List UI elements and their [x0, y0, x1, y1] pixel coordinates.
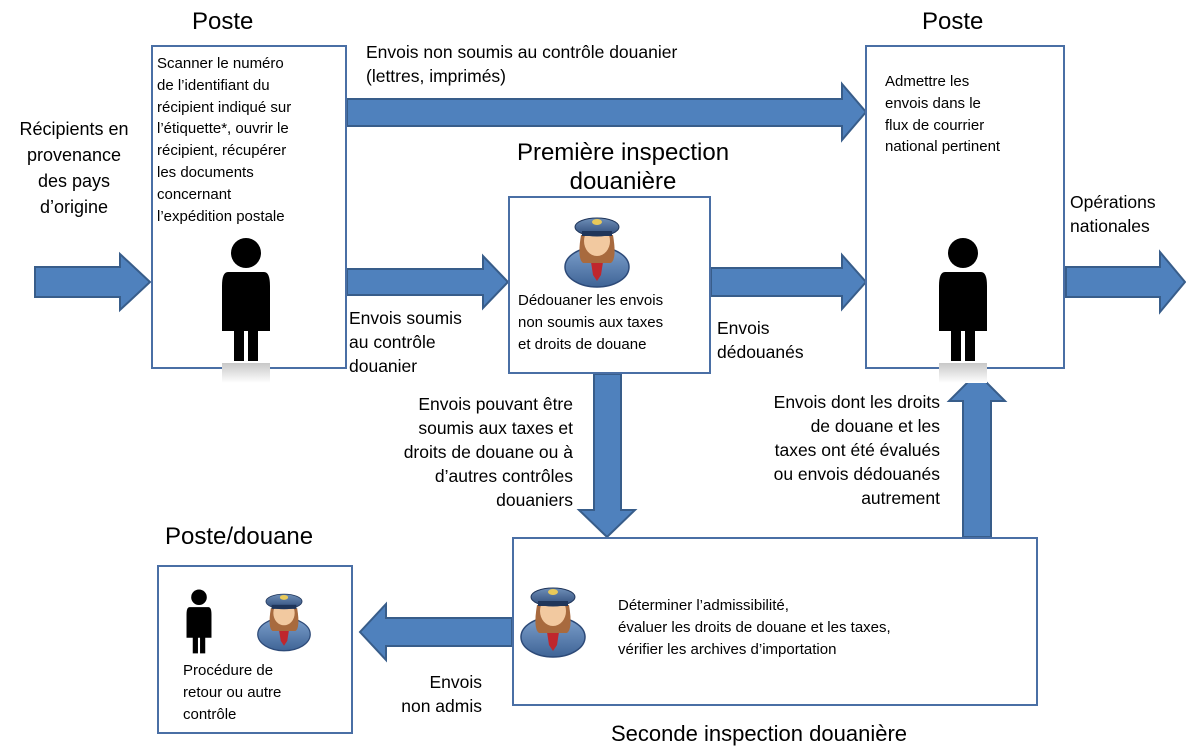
non-soumis-label: Envois non soumis au contrôle douanier (…	[366, 42, 678, 86]
person-icon	[186, 589, 212, 654]
poste-douane-text: Procédure de retour ou autre contrôle	[183, 662, 282, 723]
soumis-label: Envois soumis au contrôle douanier	[349, 308, 462, 376]
pouvant-etre-label: Envois pouvant être soumis aux taxes et …	[403, 394, 573, 510]
operations-label: Opérations nationales	[1070, 192, 1156, 236]
arrow-dedouanes	[710, 252, 868, 312]
arrow-recipients-in	[34, 251, 152, 313]
arrow-dont-les-droits	[946, 371, 1008, 538]
arrow-pouvant-etre	[576, 373, 638, 539]
dedouanes-label: Envois dédouanés	[717, 318, 804, 362]
premiere-inspection-title: Première inspection douanière	[516, 139, 730, 195]
person-icon	[939, 238, 987, 383]
poste-right-text: Admettre les envois dans le flux de cour…	[885, 73, 1001, 156]
customs-officer-icon	[520, 587, 586, 658]
poste-left-title: Poste	[192, 8, 254, 35]
non-admis-label: Envois non admis	[401, 672, 482, 716]
arrow-soumis	[346, 253, 510, 311]
poste-douane-box: Procédure de retour ou autre contrôle	[157, 565, 353, 734]
poste-right-title: Poste	[922, 8, 984, 35]
dont-les-droits-label: Envois dont les droits de douane et les …	[773, 392, 940, 508]
seconde-inspection-title: Seconde inspection douanière	[611, 721, 908, 746]
premiere-inspection-text: Dédouaner les envois non soumis aux taxe…	[518, 292, 664, 353]
customs-officer-icon	[564, 217, 630, 288]
arrow-non-soumis	[346, 81, 868, 143]
recipients-label: Récipients en provenance des pays d’orig…	[19, 119, 129, 217]
poste-left-text: Scanner le numéro de l’identifiant du ré…	[157, 55, 292, 225]
arrow-operations	[1065, 249, 1186, 315]
seconde-inspection-text: Déterminer l’admissibilité, évaluer les …	[618, 597, 891, 658]
poste-right-box: Admettre les envois dans le flux de cour…	[865, 45, 1065, 369]
person-icon	[222, 238, 270, 383]
customs-officer-icon	[257, 593, 311, 652]
poste-douane-title: Poste/douane	[165, 523, 314, 550]
seconde-inspection-box: Déterminer l’admissibilité, évaluer les …	[512, 537, 1038, 706]
arrow-non-admis	[358, 601, 513, 663]
